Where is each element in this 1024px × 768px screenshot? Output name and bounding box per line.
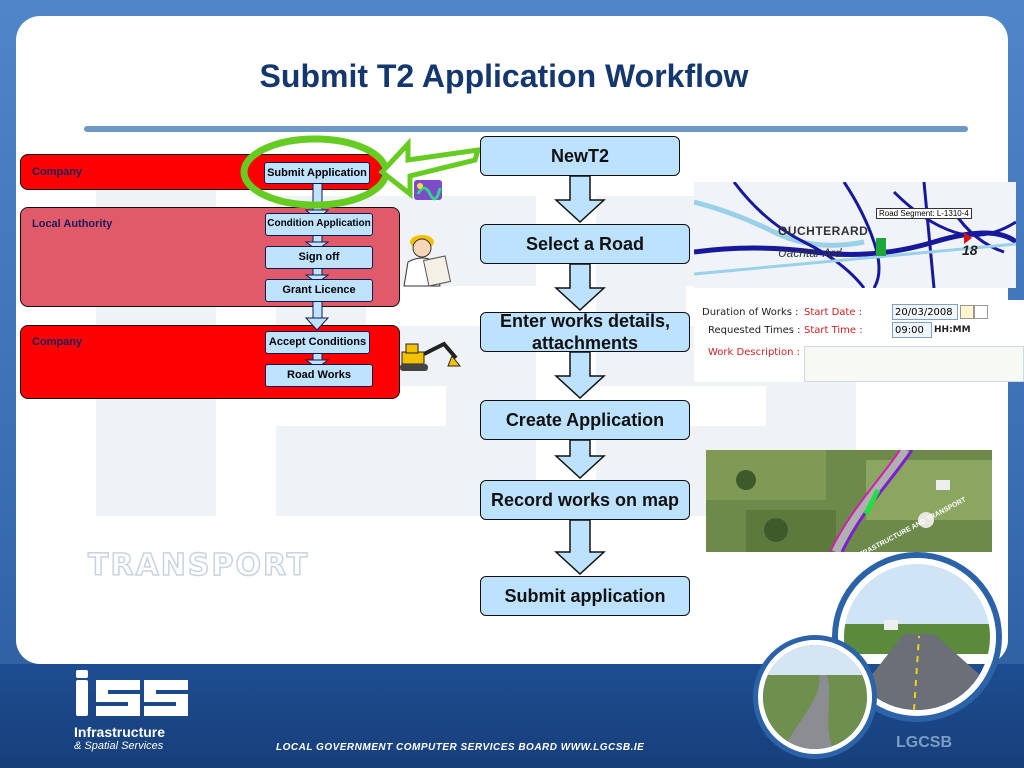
sign-off-step: Sign off — [265, 246, 373, 269]
digger-icon — [400, 341, 462, 371]
map-route-number: 18 — [962, 242, 978, 258]
road-map-screenshot: Road Segment: L-1310-4 OUCHTERARD Uachta… — [694, 182, 1016, 288]
road-photo-large — [838, 558, 996, 716]
work-description-input[interactable] — [804, 346, 1024, 382]
engineer-icon — [403, 235, 452, 287]
road-works-step: Road Works — [265, 364, 373, 387]
lgcsb-brand: LGCSB — [896, 734, 952, 751]
requested-times-label: Requested Times : — [708, 325, 801, 336]
start-time-input[interactable] — [892, 322, 932, 338]
map-document-icon — [414, 180, 442, 201]
map-town-irish-label: Uachtar Ard — [778, 246, 842, 260]
accept-conditions-step: Accept Conditions — [265, 331, 370, 354]
map-segment-label: Road Segment: L-1310-4 — [876, 208, 972, 219]
road-photo-small — [758, 640, 872, 754]
submit-application-step: Submit Application — [264, 162, 370, 184]
logo-line-1: Infrastructure — [74, 724, 166, 740]
start-time-label: Start Time : — [804, 325, 863, 336]
flow-step-create-application: Create Application — [480, 400, 690, 440]
flow-step-select-road: Select a Road — [480, 224, 690, 264]
flow-step-newt2: NewT2 — [480, 136, 680, 176]
aerial-imagery — [706, 450, 992, 552]
iss-logo-icon — [76, 670, 188, 716]
board-text: LOCAL GOVERNMENT COMPUTER SERVICES BOARD… — [276, 742, 645, 753]
work-description-label: Work Description : — [708, 347, 801, 358]
flow-step-enter-details: Enter works details, attachments — [480, 311, 690, 353]
condition-application-step: Condition Application — [265, 213, 373, 236]
swimlane-label: Company — [32, 166, 83, 178]
start-date-label: Start Date : — [804, 307, 863, 318]
clear-date-icon[interactable] — [974, 305, 988, 319]
works-details-form: Duration of Works : Start Date : Request… — [694, 300, 1024, 382]
swimlane-label: Local Authority — [32, 218, 113, 230]
duration-label: Duration of Works : — [702, 307, 799, 318]
grant-licence-step: Grant Licence — [265, 279, 373, 302]
logo-line-2: & Spatial Services — [74, 740, 164, 752]
swimlane-label: Company — [32, 336, 83, 348]
slide-title: Submit T2 Application Workflow — [259, 58, 749, 94]
start-date-input[interactable] — [892, 304, 958, 320]
map-town-label: OUCHTERARD — [778, 224, 869, 238]
aerial-map-photo — [706, 450, 992, 552]
road-photo-small-image — [763, 645, 867, 749]
time-format-hint: HH:MM — [934, 325, 971, 335]
calendar-icon[interactable] — [960, 305, 974, 319]
road-network-map — [694, 182, 1016, 288]
flow-step-submit: Submit application — [480, 576, 690, 616]
flow-step-record-map: Record works on map — [480, 480, 690, 520]
transport-watermark: TRANSPORT — [87, 547, 310, 584]
title-rule — [84, 126, 968, 132]
